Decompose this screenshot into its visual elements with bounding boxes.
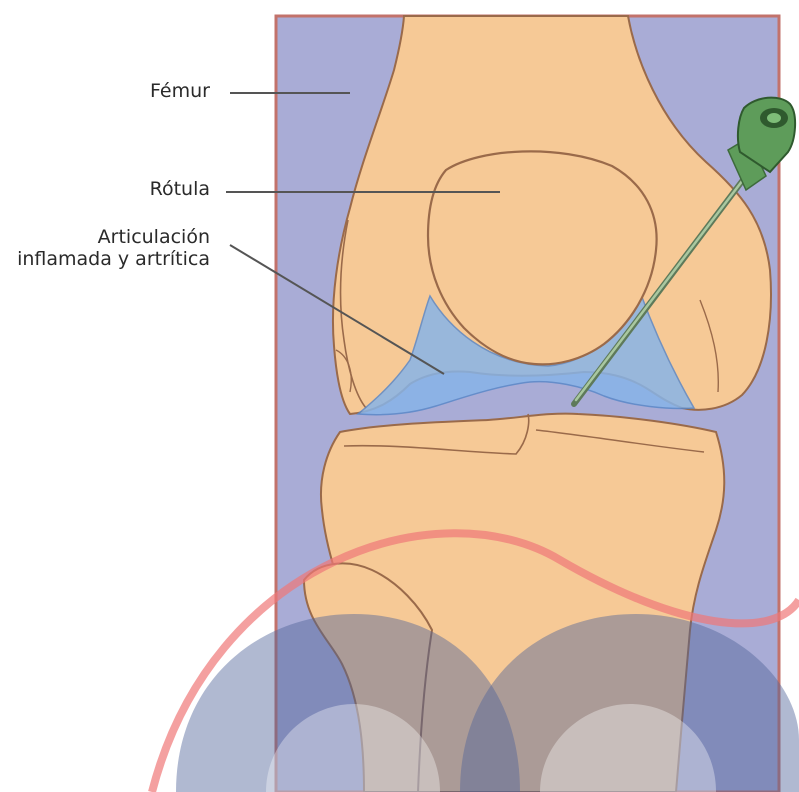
articulacion-label-line1: Articulación <box>17 226 210 248</box>
femur-label: Fémur <box>150 80 210 102</box>
needle-hub-opening-inner <box>767 113 781 123</box>
rotula-label: Rótula <box>150 178 210 200</box>
articulacion-label: Articulación inflamada y artrítica <box>17 226 210 270</box>
articulacion-label-line2: inflamada y artrítica <box>17 248 210 270</box>
